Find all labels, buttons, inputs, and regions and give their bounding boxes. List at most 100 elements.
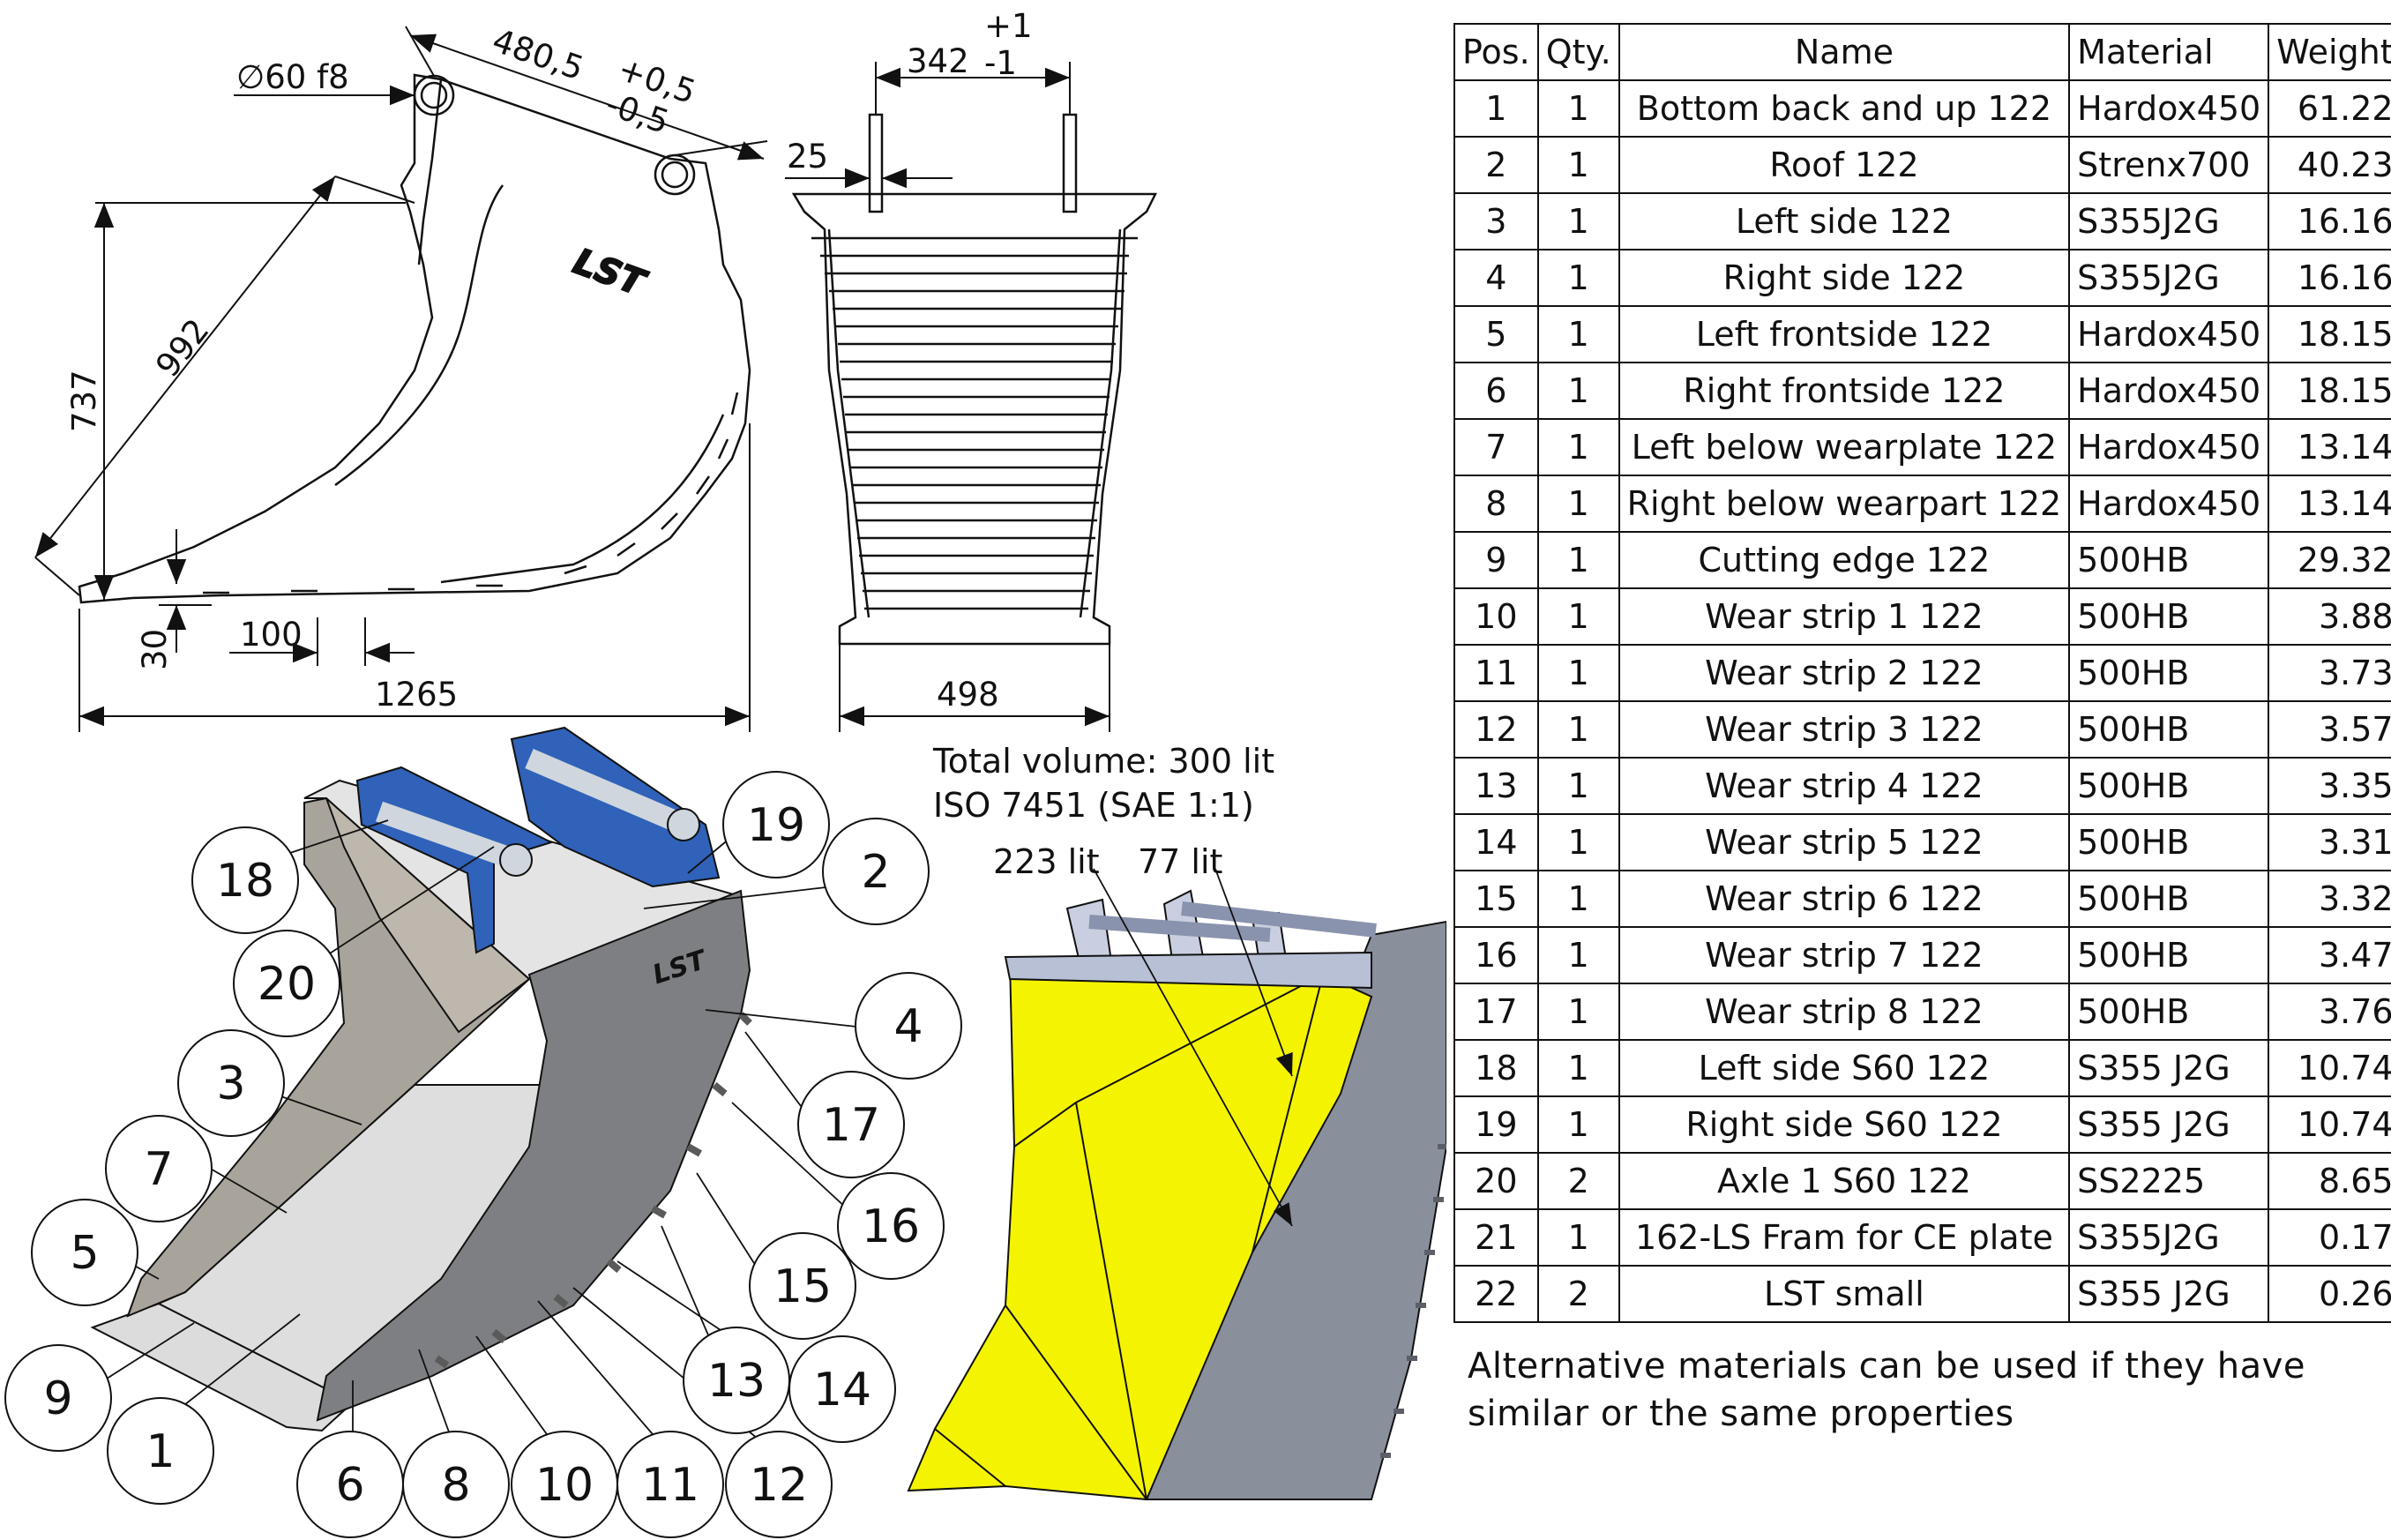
cell-qty: 2: [1536, 1152, 1620, 1210]
cell-material: S355J2G: [2068, 192, 2270, 250]
cell-qty: 1: [1536, 983, 1620, 1041]
note-line-2: similar or the same properties: [1468, 1394, 2014, 1434]
cell-material: Hardox450: [2068, 418, 2270, 476]
cell-pos: 22: [1453, 1265, 1539, 1323]
callout-14: 14: [788, 1335, 896, 1443]
cell-material: Strenx700: [2068, 136, 2270, 194]
cell-name: Cutting edge 122: [1618, 531, 2071, 589]
cell-pos: 3: [1453, 192, 1539, 250]
svg-text:16: 16: [862, 1200, 920, 1253]
callout-4: 4: [855, 972, 962, 1080]
cell-material: S355 J2G: [2068, 1095, 2270, 1154]
cell-qty: 2: [1536, 1265, 1620, 1323]
cell-qty: 1: [1536, 587, 1620, 646]
cell-qty: 1: [1536, 926, 1620, 984]
cell-pos: 21: [1453, 1208, 1539, 1267]
callout-7: 7: [105, 1115, 213, 1222]
svg-text:11: 11: [641, 1459, 699, 1512]
side-view-outline: [78, 73, 751, 604]
technical-drawing: LST ∅60 f8 480,5 +0,5 -0,5 992 737: [4, 7, 1446, 1538]
cell-name: Wear strip 3 122: [1618, 700, 2071, 759]
side-view: [78, 73, 751, 604]
cell-qty: 1: [1536, 1208, 1620, 1267]
cell-pos: 1: [1453, 79, 1539, 138]
pin-span-tol-plus: +1: [984, 7, 1033, 45]
cell-weight: 16.16: [2268, 249, 2391, 307]
cell-pos: 13: [1453, 757, 1539, 815]
cell-material: 500HB: [2068, 531, 2270, 589]
cell-weight: 16.16: [2268, 192, 2391, 250]
svg-text:8: 8: [441, 1459, 470, 1512]
svg-text:20: 20: [258, 958, 316, 1011]
cell-name: Right side 122: [1618, 249, 2071, 307]
svg-text:15: 15: [773, 1260, 832, 1313]
callout-20: 20: [233, 930, 340, 1037]
cell-weight: 3.47: [2268, 926, 2391, 984]
svg-text:12: 12: [750, 1459, 808, 1512]
cell-material: SS2225: [2068, 1152, 2270, 1210]
svg-text:13: 13: [707, 1355, 766, 1408]
cell-qty: 1: [1536, 79, 1620, 138]
cell-name: Roof 122: [1618, 136, 2071, 194]
cell-pos: 14: [1453, 813, 1539, 871]
cell-weight: 3.57: [2268, 700, 2391, 759]
cell-material: S355J2G: [2068, 249, 2270, 307]
cell-weight: 0.17: [2268, 1208, 2391, 1267]
cell-weight: 0.26: [2268, 1265, 2391, 1323]
svg-text:14: 14: [813, 1364, 871, 1417]
cell-name: Wear strip 5 122: [1618, 813, 2071, 871]
cell-name: LST small: [1618, 1265, 2071, 1323]
cell-material: Hardox450: [2068, 79, 2270, 138]
callout-17: 17: [797, 1071, 905, 1178]
cell-name: Wear strip 6 122: [1618, 870, 2071, 928]
svg-text:5: 5: [70, 1227, 99, 1280]
callout-18: 18: [191, 826, 299, 934]
cell-weight: 3.76: [2268, 983, 2391, 1041]
cell-pos: 2: [1453, 136, 1539, 194]
cell-qty: 1: [1536, 870, 1620, 928]
cell-name: Left below wearplate 122: [1618, 418, 2071, 476]
cell-weight: 13.14: [2268, 418, 2391, 476]
cell-weight: 10.74: [2268, 1095, 2391, 1154]
cell-name: Wear strip 4 122: [1618, 757, 2071, 815]
cell-pos: 5: [1453, 305, 1539, 363]
col-weight-header: Weight: [2268, 23, 2391, 81]
svg-text:1: 1: [146, 1425, 175, 1478]
cell-pos: 19: [1453, 1095, 1539, 1154]
callout-8: 8: [402, 1431, 510, 1538]
cell-qty: 1: [1536, 531, 1620, 589]
front-view-dimensions: [785, 62, 1110, 732]
cell-weight: 3.32: [2268, 870, 2391, 928]
cell-material: 500HB: [2068, 644, 2270, 702]
svg-text:9: 9: [43, 1372, 72, 1425]
svg-text:19: 19: [747, 799, 805, 852]
volume-leaders: [1093, 868, 1293, 1227]
right-side-shape: [316, 889, 751, 1422]
cell-pos: 7: [1453, 418, 1539, 476]
pin-distance-label: 480,5: [488, 21, 588, 87]
cell-qty: 1: [1536, 644, 1620, 702]
callout-9: 9: [4, 1344, 112, 1452]
cell-weight: 8.65: [2268, 1152, 2391, 1210]
callout-19: 19: [722, 771, 830, 878]
cell-pos: 20: [1453, 1152, 1539, 1210]
pin-span-label: 342: [907, 42, 969, 80]
callout-15: 15: [749, 1232, 856, 1340]
cell-qty: 1: [1536, 192, 1620, 250]
cell-pos: 17: [1453, 983, 1539, 1041]
lip-thickness-label: 30: [136, 629, 174, 670]
cell-material: S355 J2G: [2068, 1265, 2270, 1323]
callout-12: 12: [725, 1431, 833, 1538]
